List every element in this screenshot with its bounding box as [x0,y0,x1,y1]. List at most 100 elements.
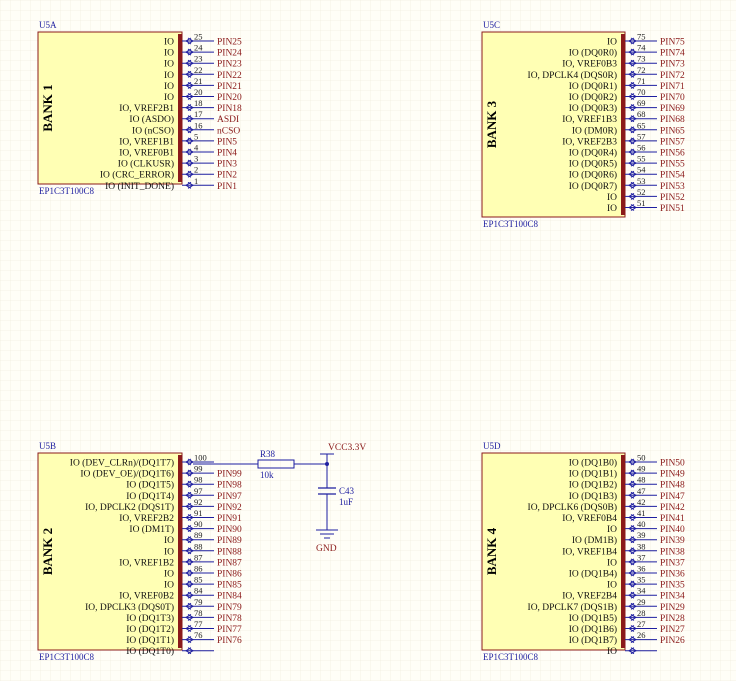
net-label[interactable]: PIN20 [217,93,242,103]
io-arrow-icon [187,104,194,112]
net-label[interactable]: PIN48 [660,481,685,491]
net-label[interactable]: PIN42 [660,503,685,513]
net-label[interactable]: PIN56 [660,149,685,159]
pin-number: 92 [194,497,203,507]
net-label[interactable]: PIN1 [217,182,237,192]
net-label[interactable]: PIN41 [660,514,685,524]
chip-body[interactable] [37,31,183,185]
net-label[interactable]: PIN65 [660,126,685,136]
net-label[interactable]: PIN4 [217,149,237,159]
net-label[interactable]: ASDI [217,115,239,125]
net-label[interactable]: PIN54 [660,171,685,181]
net-label[interactable]: PIN28 [660,614,685,624]
net-label[interactable]: PIN69 [660,104,685,114]
net-label[interactable]: PIN77 [217,625,242,635]
pin-number: 38 [637,541,646,551]
chip-body[interactable] [481,452,626,651]
net-label[interactable]: PIN2 [217,171,237,181]
net-label[interactable]: PIN18 [217,104,242,114]
net-label[interactable]: PIN51 [660,204,685,214]
net-label[interactable]: PIN85 [217,581,242,591]
pin-row: IO (DEV_CLRn)/(DQ1T7)100 [70,453,214,469]
net-label[interactable]: PIN98 [217,481,242,491]
net-label[interactable]: PIN25 [217,38,242,48]
net-label[interactable]: PIN90 [217,525,242,535]
net-label[interactable]: PIN91 [217,514,242,524]
io-arrow-icon [187,602,194,610]
net-label[interactable]: PIN24 [217,49,242,59]
net-label[interactable]: PIN50 [660,459,685,469]
net-label[interactable]: PIN70 [660,93,685,103]
pin-number: 2 [194,165,198,175]
net-label[interactable]: PIN53 [660,182,685,192]
net-label[interactable]: PIN88 [217,547,242,557]
net-label[interactable]: PIN52 [660,193,685,203]
io-arrow-icon [630,192,637,200]
net-label[interactable]: PIN78 [217,614,242,624]
net-label[interactable]: PIN75 [660,38,685,48]
net-label[interactable]: PIN87 [217,558,242,568]
io-arrow-icon [630,469,637,477]
pin-number: 48 [637,475,646,485]
net-label[interactable]: PIN23 [217,60,242,70]
net-label[interactable]: PIN68 [660,115,685,125]
net-label[interactable]: PIN71 [660,82,685,92]
net-label[interactable]: PIN76 [217,636,242,646]
net-label[interactable]: PIN38 [660,547,685,557]
net-label[interactable]: PIN74 [660,49,685,59]
net-label[interactable]: PIN72 [660,71,685,81]
net-label[interactable]: PIN97 [217,492,242,502]
net-label[interactable]: PIN26 [660,636,685,646]
pin-signal-label: IO [164,536,174,546]
net-label[interactable]: PIN5 [217,137,237,147]
net-label[interactable]: PIN27 [660,625,685,635]
net-label[interactable]: PIN49 [660,470,685,480]
net-label[interactable]: PIN3 [217,160,237,170]
net-label[interactable]: PIN89 [217,536,242,546]
net-label[interactable]: PIN40 [660,525,685,535]
io-arrow-icon [187,580,194,588]
net-label[interactable]: PIN37 [660,558,685,568]
net-label[interactable]: PIN86 [217,570,242,580]
net-label[interactable]: PIN34 [660,592,685,602]
pin-signal-label: IO (DQ1B2) [569,480,617,491]
pin-signal-label: IO [164,581,174,591]
net-label[interactable]: PIN79 [217,603,242,613]
io-arrow-icon [187,491,194,499]
net-label[interactable]: PIN39 [660,536,685,546]
net-label[interactable]: PIN73 [660,60,685,70]
io-arrow-icon [630,514,637,521]
net-label[interactable]: PIN57 [660,137,685,147]
net-label[interactable]: PIN36 [660,570,685,580]
pin-number: 56 [637,143,646,153]
net-label[interactable]: PIN55 [660,160,685,170]
net-label[interactable]: nCSO [217,126,240,136]
io-arrow-icon [630,148,637,156]
net-label[interactable]: PIN22 [217,71,242,81]
net-label[interactable]: PIN21 [217,82,242,92]
net-label[interactable]: PIN47 [660,492,685,502]
net-label[interactable]: PIN29 [660,603,685,613]
net-label[interactable]: PIN84 [217,592,242,602]
net-label[interactable]: PIN92 [217,503,242,513]
io-arrow-icon [187,569,194,577]
pin-signal-label: IO (DQ1T2) [126,624,174,635]
net-label[interactable]: PIN35 [660,581,685,591]
io-arrow-icon [187,469,194,477]
chip-body[interactable] [481,31,626,218]
net-label[interactable]: PIN99 [217,470,242,480]
